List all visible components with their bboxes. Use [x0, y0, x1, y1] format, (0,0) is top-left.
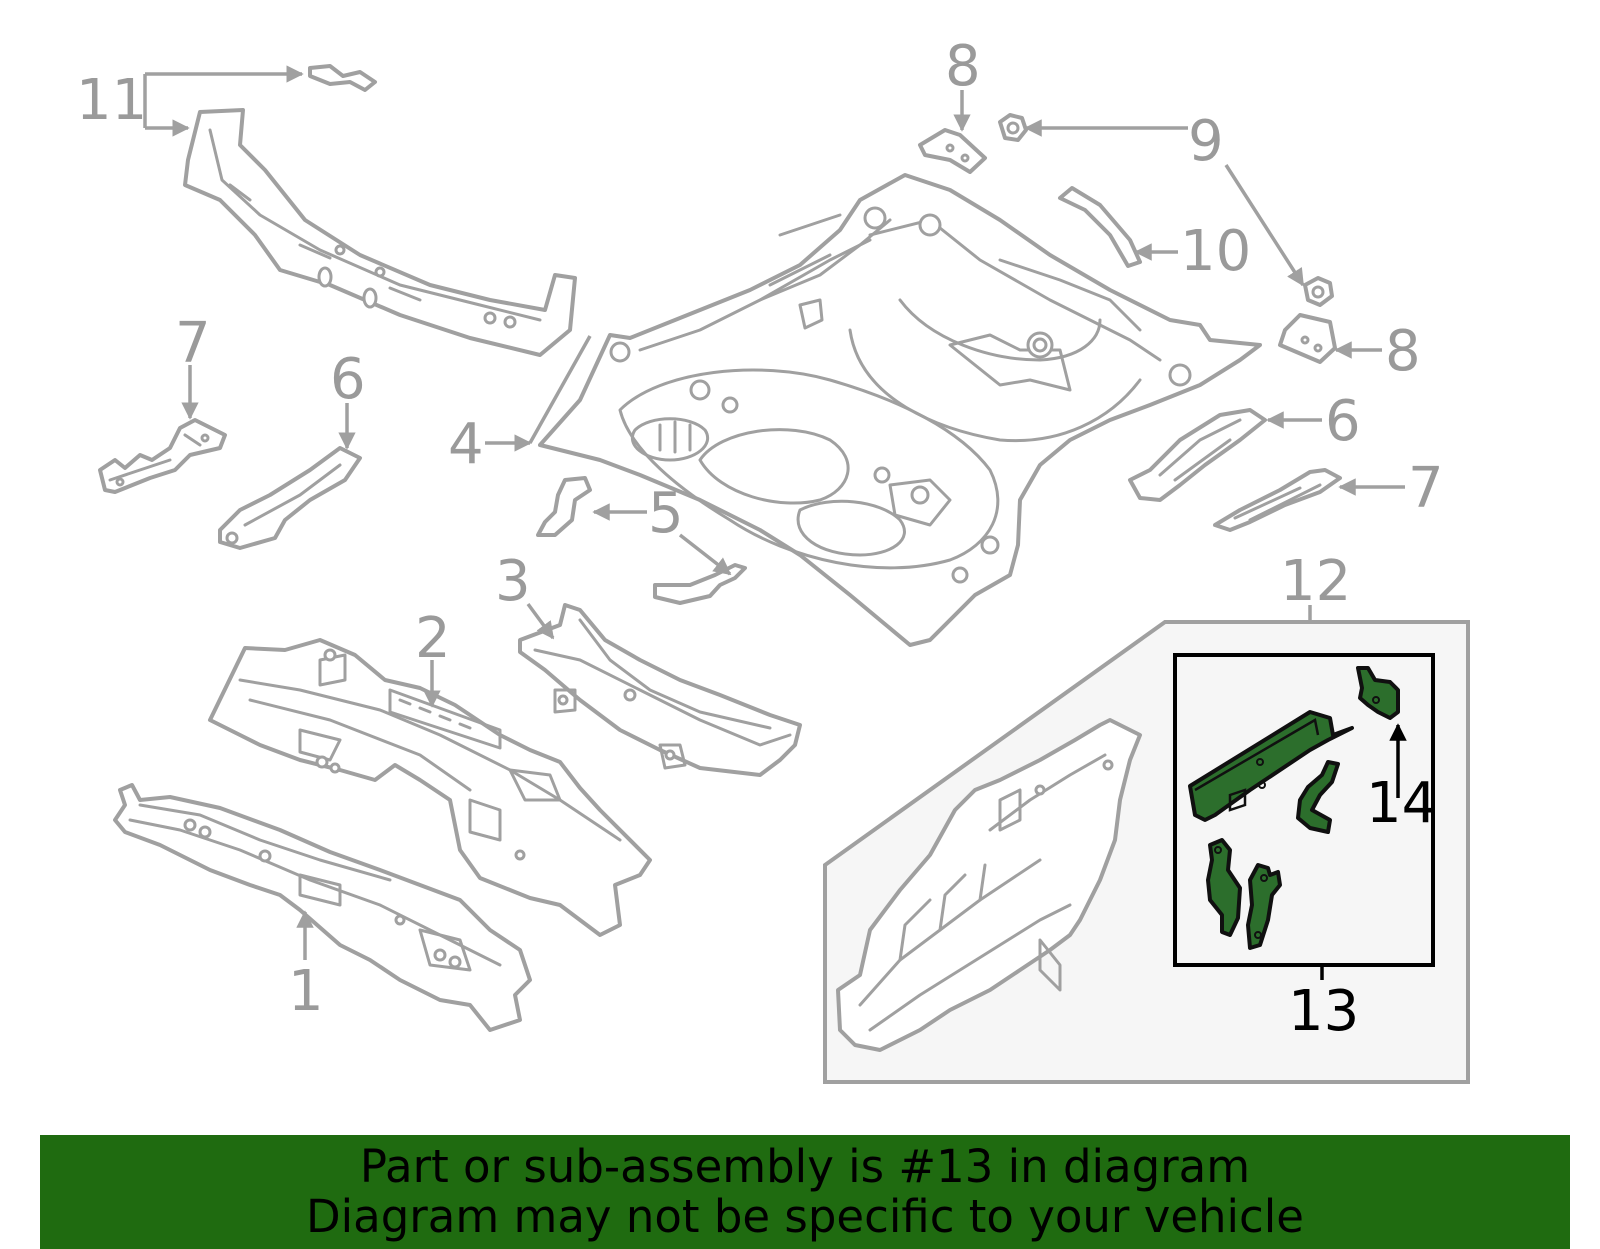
- footer-banner: Part or sub-assembly is #13 in diagram D…: [40, 1135, 1570, 1249]
- part-3-crossmember: [518, 603, 802, 777]
- callout-7-right: 7: [1408, 456, 1444, 521]
- part-11-small-bracket: [308, 64, 377, 92]
- part-2-crossmember: [208, 638, 652, 937]
- callout-11: 11: [76, 68, 147, 133]
- part-13-highlighted-components: [1188, 666, 1400, 950]
- callout-8-lower: 8: [1385, 319, 1421, 384]
- part-10-brace: [1058, 186, 1142, 268]
- callout-14: 14: [1366, 771, 1437, 836]
- part-9-nut-upper: [998, 113, 1028, 142]
- banner-line-2: Diagram may not be specific to your vehi…: [306, 1190, 1304, 1243]
- callout-5: 5: [648, 481, 684, 546]
- part-4-rear-floor-pan: [538, 173, 1262, 647]
- part-12-side-rail: [836, 718, 1142, 1052]
- callout-10: 10: [1180, 219, 1251, 284]
- part-11-crossmember: [183, 108, 577, 357]
- callout-8-upper: 8: [945, 34, 981, 99]
- callout-3: 3: [495, 549, 531, 614]
- part-6-right-bracket: [1128, 408, 1267, 502]
- part-8-bracket-lower: [1278, 313, 1337, 364]
- callout-9: 9: [1188, 109, 1224, 174]
- callout-6-left: 6: [330, 347, 366, 412]
- part-5-bracket-lower: [653, 563, 747, 605]
- callout-6-right: 6: [1325, 389, 1361, 454]
- part-9-nut-lower: [1303, 276, 1334, 307]
- callout-2: 2: [415, 606, 451, 671]
- part-5-bracket-upper: [536, 476, 592, 537]
- part-6-left-bracket: [218, 446, 362, 550]
- banner-line-1: Part or sub-assembly is #13 in diagram: [359, 1140, 1251, 1193]
- part-1-crossmember: [113, 783, 532, 1032]
- callout-1: 1: [288, 959, 324, 1024]
- callout-labels: 11 8 9 10 8 6 7 7 6 4 5 3 2 1 12 13 14: [76, 34, 1444, 1044]
- callout-12: 12: [1280, 549, 1351, 614]
- callout-13: 13: [1288, 979, 1359, 1044]
- part-8-bracket-upper: [918, 128, 987, 174]
- part-7-right-bracket: [1213, 468, 1342, 532]
- leader-lines: [143, 65, 1407, 980]
- callout-7-left: 7: [175, 311, 211, 376]
- callout-4: 4: [448, 412, 484, 477]
- part-7-left-bracket: [98, 418, 227, 494]
